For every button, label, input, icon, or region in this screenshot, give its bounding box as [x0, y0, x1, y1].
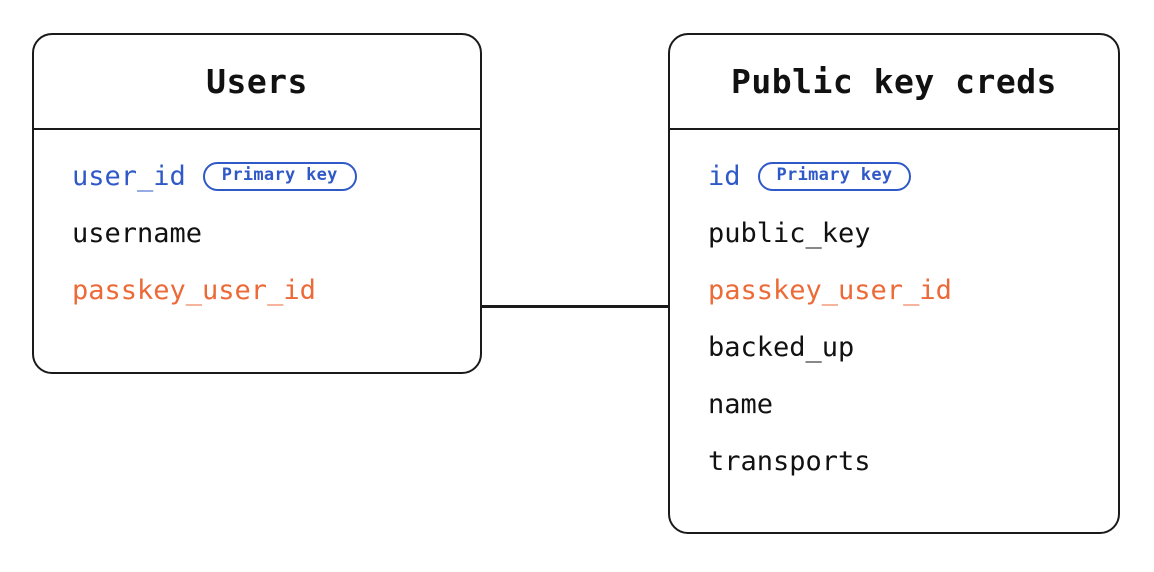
field-name-public-key: public_key — [708, 217, 871, 249]
field-row: backed_up — [670, 330, 1118, 364]
entity-public-key-creds: Public key creds id Primary key public_key… — [668, 33, 1120, 534]
entity-users-title: Users — [206, 62, 308, 101]
field-name-username: username — [72, 217, 203, 249]
entity-public-key-creds-title: Public key creds — [731, 62, 1057, 101]
entity-users-header: Users — [34, 35, 480, 130]
field-name-transports: transports — [708, 445, 871, 477]
field-name-name: name — [708, 388, 774, 420]
field-name-passkey-user-id: passkey_user_id — [708, 274, 952, 306]
relationship-connector-line — [482, 305, 668, 308]
entity-users: Users user_id Primary key username passkey_… — [32, 33, 482, 374]
field-row: name — [670, 387, 1118, 421]
field-row: passkey_user_id — [670, 273, 1118, 307]
primary-key-badge: Primary key — [757, 161, 912, 191]
primary-key-badge: Primary key — [202, 161, 357, 191]
field-row: public_key — [670, 216, 1118, 250]
field-row: user_id Primary key — [34, 159, 480, 193]
field-row: id Primary key — [670, 159, 1118, 193]
field-name-passkey-user-id: passkey_user_id — [72, 274, 316, 306]
field-name-id: id — [708, 160, 741, 192]
primary-key-badge-label: Primary key — [221, 164, 338, 185]
entity-public-key-creds-header: Public key creds — [670, 35, 1118, 130]
field-row: username — [34, 216, 480, 250]
field-row: passkey_user_id — [34, 273, 480, 307]
field-row: transports — [670, 444, 1118, 478]
primary-key-badge-label: Primary key — [776, 164, 893, 185]
field-name-backed-up: backed_up — [708, 331, 855, 363]
field-name-user-id: user_id — [72, 160, 186, 192]
entity-users-field-list: user_id Primary key username passkey_user_i… — [34, 130, 480, 372]
